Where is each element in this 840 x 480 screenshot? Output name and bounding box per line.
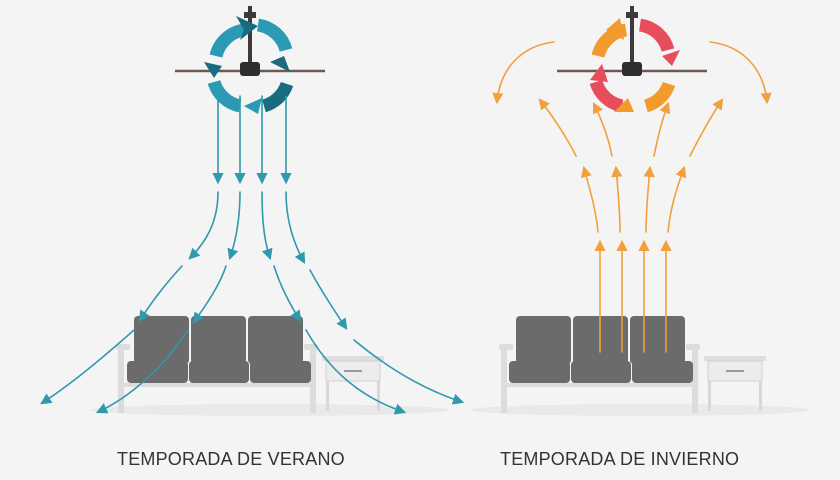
side-table [704,356,766,411]
floor-shadow [90,404,450,416]
sofa [116,316,318,413]
summer-panel [40,6,465,416]
summer-caption: TEMPORADA DE VERANO [117,449,345,469]
airflow-arrow [285,191,306,264]
airflow-summer [40,95,465,415]
airflow-arrow [653,101,671,157]
airflow-arrow [95,329,189,414]
airflow-arrow [643,165,655,233]
airflow-arrow [273,265,302,322]
airflow-arrow [492,41,555,105]
airflow-arrow [261,191,273,261]
ceiling-fan-summer [175,6,325,76]
airflow-arrow [192,265,227,324]
airflow-arrow [305,329,407,415]
airflow-arrow [611,165,623,233]
airflow-arrow [667,165,687,233]
winter-caption: TEMPORADA DE INVIERNO [500,449,740,469]
airflow-arrow [709,41,772,105]
airflow-arrow [592,101,613,157]
floor-shadow [470,404,810,416]
airflow-arrow [40,329,135,405]
airflow-arrow [227,191,241,261]
airflow-arrow [309,269,348,330]
ceiling-fan-winter [557,6,707,76]
winter-panel [470,6,810,416]
airflow-winter [492,41,772,353]
airflow-arrow [580,165,599,233]
side-table [322,356,384,411]
airflow-arrow [353,339,465,405]
airflow-arrow [138,265,183,322]
rotation-icon-winter [589,18,680,113]
airflow-arrow [188,191,219,260]
rotation-icon-summer [204,16,294,114]
airflow-arrow [689,98,724,157]
airflow-arrow [538,98,577,157]
